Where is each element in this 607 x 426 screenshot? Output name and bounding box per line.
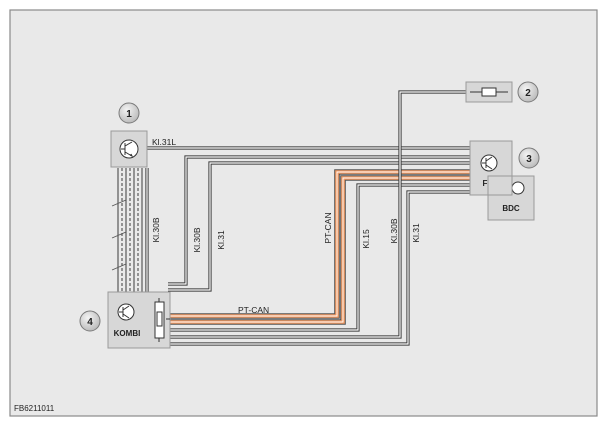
fem-box-outline <box>469 140 513 196</box>
figure-id: FB6211011 <box>14 404 55 413</box>
callout-1: 1 <box>118 102 140 124</box>
label-kl31l: Kl.31L <box>152 137 176 147</box>
transistor-icon <box>480 154 498 172</box>
wire-kl31-right <box>170 190 470 346</box>
label-kl30b-b: Kl.30B <box>192 227 202 252</box>
callout-2: 2 <box>517 81 539 103</box>
bdc-box <box>487 175 535 221</box>
wire-kl15 <box>170 183 470 332</box>
sensor-component <box>110 130 148 168</box>
label-kl30b-c: Kl.30B <box>389 218 399 243</box>
svg-text:1: 1 <box>126 109 132 120</box>
fuse-icon <box>470 87 508 97</box>
label-kl31-a: Kl.31 <box>216 230 226 250</box>
wire-labels: Kl.31L Kl.30B Kl.30B Kl.31 PT-CAN PT-CAN… <box>151 137 421 315</box>
transistor-icon <box>117 303 135 321</box>
potentiometer-icon <box>154 298 170 342</box>
label-kl31-b: Kl.31 <box>411 223 421 243</box>
svg-text:4: 4 <box>87 317 93 328</box>
label-pt-can-vertical: PT-CAN <box>323 212 333 243</box>
svg-text:3: 3 <box>526 154 532 165</box>
bdc-module: BDC <box>487 175 535 221</box>
bdc-connector-icon <box>511 181 525 195</box>
fuse-component <box>465 81 513 103</box>
wire-kl31-fem <box>168 161 470 292</box>
wire-kl30b-fem <box>168 155 470 286</box>
label-pt-can-horizontal: PT-CAN <box>238 305 269 315</box>
label-kl30b-a: Kl.30B <box>151 217 161 242</box>
callout-3: 3 <box>518 147 540 169</box>
kombi-module: KOMBI <box>107 291 171 349</box>
kombi-label: KOMBI <box>114 329 141 338</box>
svg-text:2: 2 <box>525 88 531 99</box>
callout-4: 4 <box>79 310 101 332</box>
wire-kl30b-fuse <box>170 90 470 339</box>
bdc-label: BDC <box>502 204 520 213</box>
wire-pt-can <box>170 169 470 325</box>
transistor-sensor-icon <box>119 139 139 159</box>
wire-bundle-sensor-kombi <box>111 168 143 292</box>
label-kl15: Kl.15 <box>361 229 371 249</box>
wires <box>111 90 505 346</box>
callouts: 1 2 3 4 <box>79 81 540 332</box>
